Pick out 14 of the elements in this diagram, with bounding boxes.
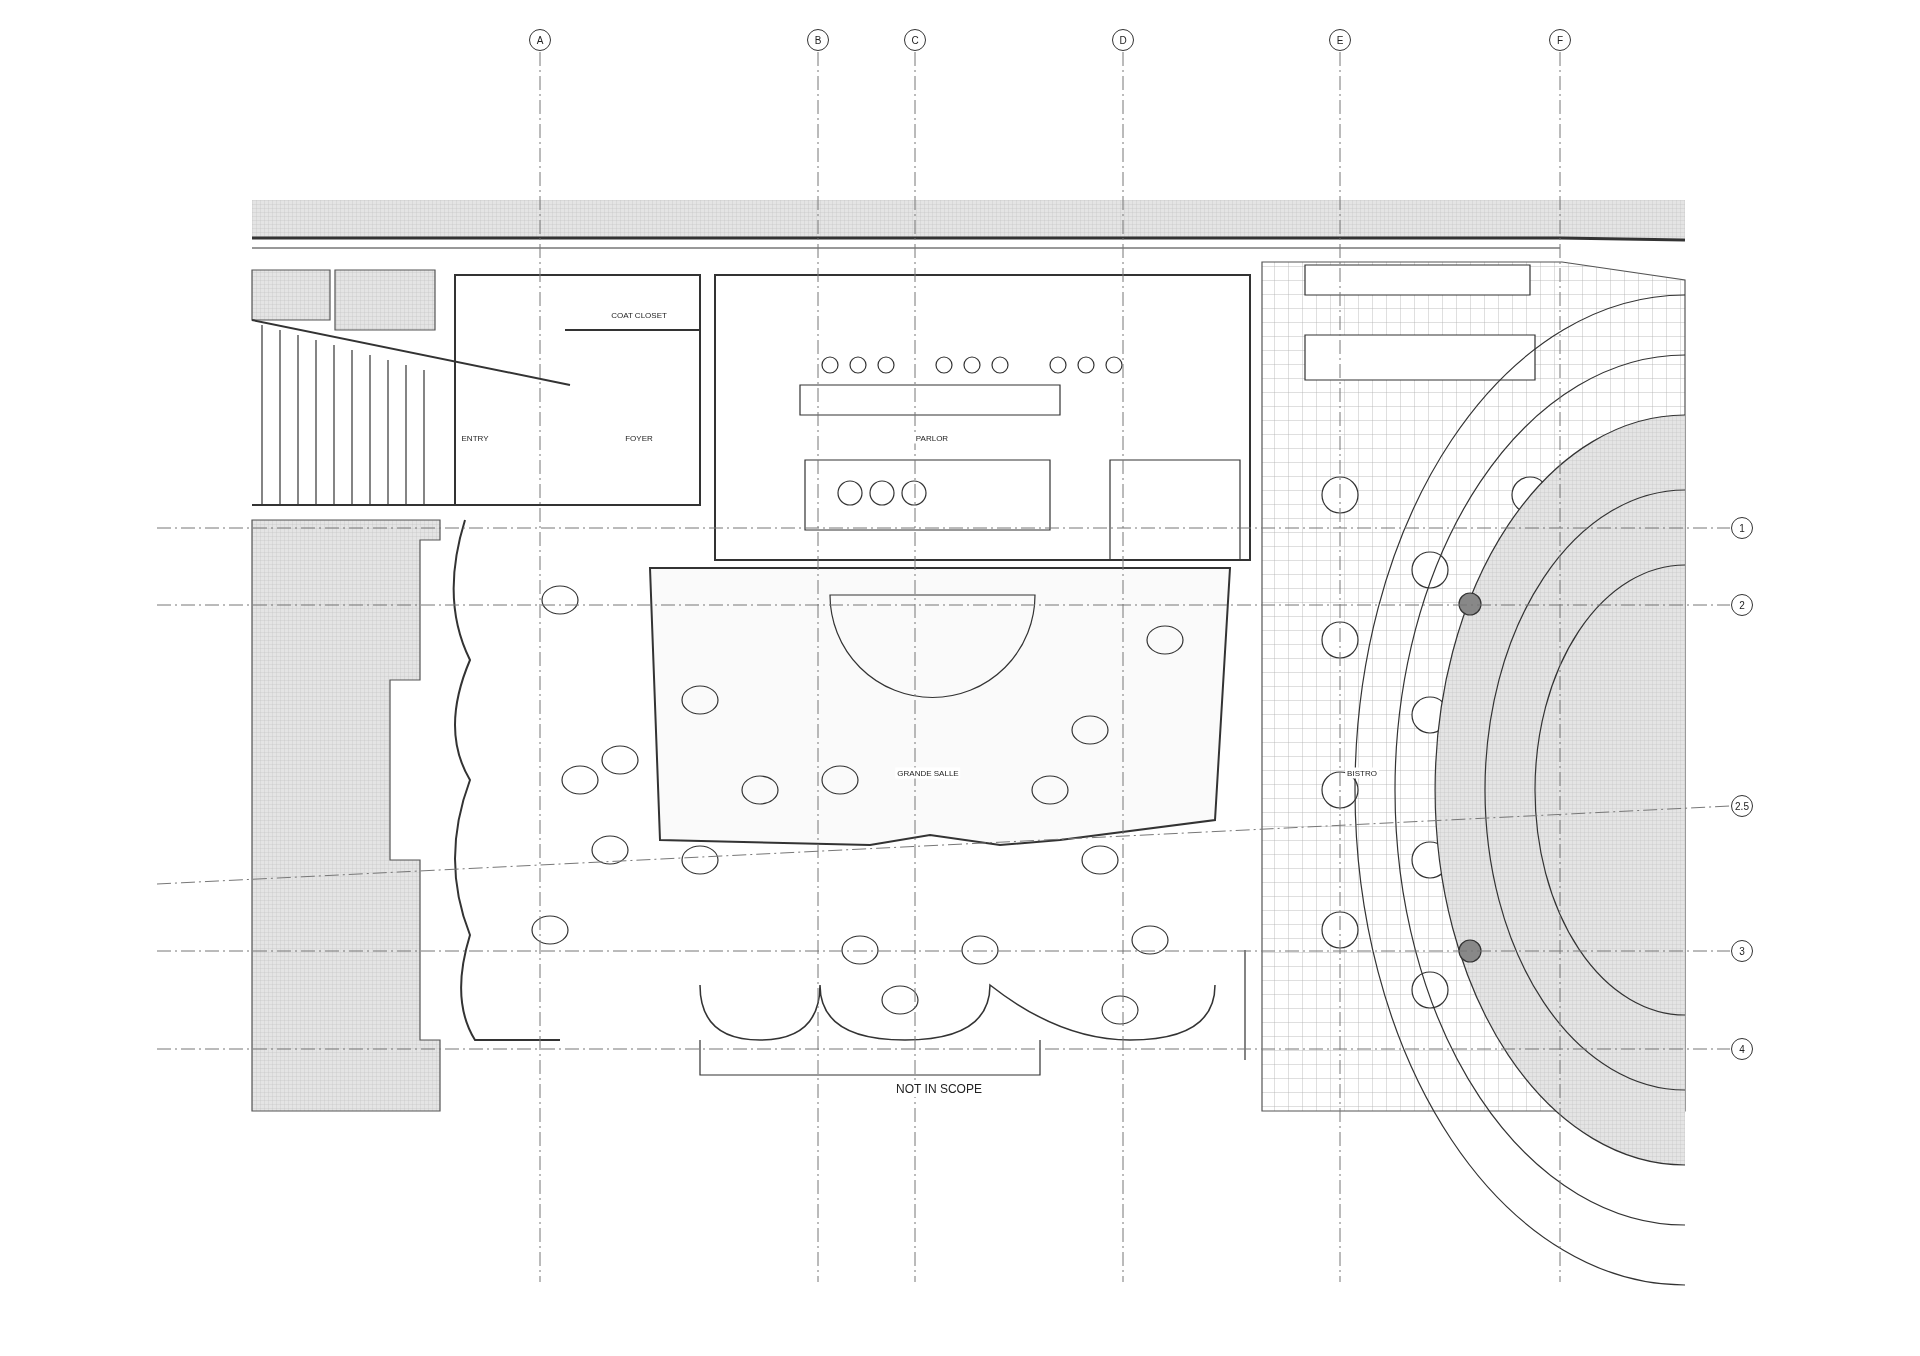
grid-bubble: E [1329, 29, 1351, 51]
grid-bubble: 2.5 [1731, 795, 1753, 817]
room-label: GRANDE SALLE [895, 767, 961, 779]
grid-bubble: A [529, 29, 551, 51]
room-label: NOT IN SCOPE [894, 1081, 984, 1097]
grid-bubble: D [1112, 29, 1134, 51]
grid-bubble: C [904, 29, 926, 51]
grid-bubble: B [807, 29, 829, 51]
grid-bubble: 4 [1731, 1038, 1753, 1060]
grid-bubble: 3 [1731, 940, 1753, 962]
grid-bubble: 2 [1731, 594, 1753, 616]
room-label: BISTRO [1345, 767, 1379, 779]
grid-bubble: 1 [1731, 517, 1753, 539]
grid-bubble: F [1549, 29, 1571, 51]
